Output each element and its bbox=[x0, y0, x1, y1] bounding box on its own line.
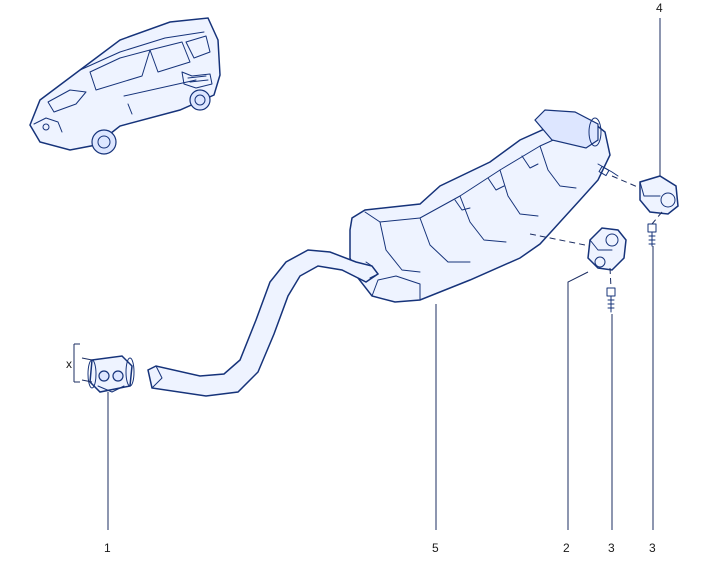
callout-4: 4 bbox=[656, 1, 663, 15]
car-illustration bbox=[29, 17, 221, 155]
clamp bbox=[87, 355, 135, 393]
callout-1: 1 bbox=[104, 541, 111, 555]
rubber-hanger bbox=[587, 227, 627, 271]
dimension-x-label: x bbox=[66, 357, 72, 371]
rear-bracket bbox=[639, 175, 679, 215]
assembly-line-bolt-right bbox=[651, 211, 663, 225]
callout-3-right: 3 bbox=[649, 541, 656, 555]
bolt-right bbox=[647, 223, 657, 247]
leader-2 bbox=[567, 271, 589, 530]
callout-5: 5 bbox=[432, 541, 439, 555]
assembly-line-bracket bbox=[611, 175, 641, 189]
muffler bbox=[349, 109, 619, 303]
callout-3-left: 3 bbox=[608, 541, 615, 555]
assembly-line-hanger bbox=[529, 233, 591, 247]
dimension-mark: x bbox=[66, 343, 93, 383]
exhaust-pipe bbox=[147, 249, 380, 397]
assembly-line-bolt-left bbox=[609, 267, 612, 289]
bolt-left bbox=[606, 287, 616, 313]
callout-2: 2 bbox=[563, 541, 570, 555]
